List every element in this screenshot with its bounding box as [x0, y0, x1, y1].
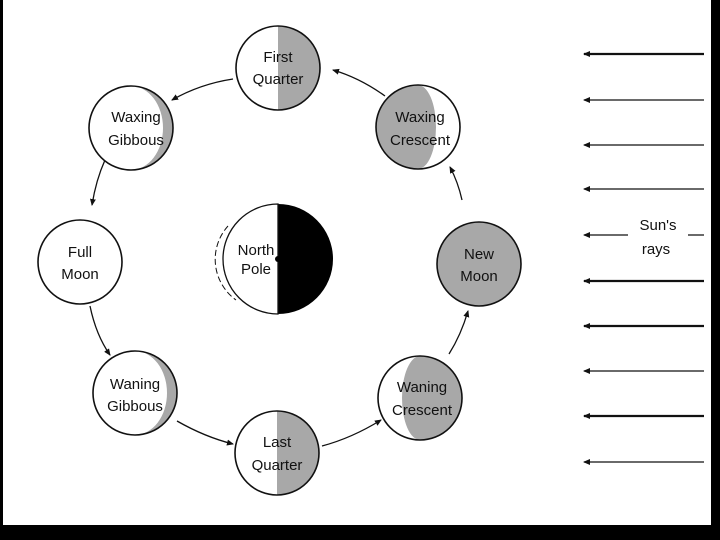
first-quarter-label-line2: Quarter: [253, 71, 304, 88]
waxing-crescent-label-line1: Waxing: [395, 109, 444, 126]
waning-crescent-label-line2: Crescent: [392, 402, 453, 419]
full-moon-label-line2: Moon: [61, 266, 99, 283]
orbit-arrow-last-quarter-to-waning-crescent: [322, 420, 381, 446]
moon-waxing-gibbous: Waxing Gibbous: [89, 86, 173, 170]
last-quarter-label-line2: Quarter: [252, 457, 303, 474]
moon-first-quarter: First Quarter: [236, 20, 328, 116]
full-moon-label-line1: Full: [68, 244, 92, 261]
north-pole-label-line2: Pole: [241, 261, 271, 278]
waxing-gibbous-label-line1: Waxing: [111, 109, 160, 126]
earth-day-side: [223, 204, 278, 314]
moon-waning-gibbous: Waning Gibbous: [93, 351, 177, 435]
sun-label-line1: Sun's: [639, 217, 676, 234]
new-moon-label-line2: Moon: [460, 268, 498, 285]
moon-full-moon: Full Moon: [38, 220, 122, 304]
last-quarter-label-line1: Last: [263, 434, 292, 451]
waning-crescent-label-line1: Waning: [397, 379, 447, 396]
orbit-arrow-waxing-gibbous-to-full-moon: [92, 160, 105, 205]
moon-last-quarter: Last Quarter: [235, 405, 327, 501]
orbit-arrow-waning-crescent-to-new-moon: [449, 311, 468, 354]
orbit-arrow-waxing-crescent-to-first-quarter: [333, 70, 385, 96]
moon-waxing-crescent: Waxing Crescent: [376, 85, 460, 169]
waning-gibbous-label-line1: Waning: [110, 376, 160, 393]
north-pole-dot: [275, 256, 281, 262]
orbit-arrow-first-quarter-to-waxing-gibbous: [172, 79, 233, 100]
earth-night-side: [278, 204, 333, 314]
first-quarter-label-line1: First: [263, 49, 293, 66]
waxing-gibbous-label-line2: Gibbous: [108, 132, 164, 149]
north-pole-label-line1: North: [238, 242, 275, 259]
waxing-crescent-label-line2: Crescent: [390, 132, 451, 149]
earth: North Pole: [215, 204, 333, 314]
waning-gibbous-label-line2: Gibbous: [107, 398, 163, 415]
orbit-arrow-new-to-waxing-crescent: [450, 167, 462, 200]
sun-label-line2: rays: [642, 241, 670, 258]
new-moon-label-line1: New: [464, 246, 494, 263]
moon-new-moon: New Moon: [437, 222, 521, 306]
orbit-arrow-waning-gibbous-to-last-quarter: [177, 421, 233, 444]
moon-waning-crescent: Waning Crescent: [378, 356, 462, 440]
orbit-arrow-full-moon-to-waning-gibbous: [90, 306, 110, 355]
